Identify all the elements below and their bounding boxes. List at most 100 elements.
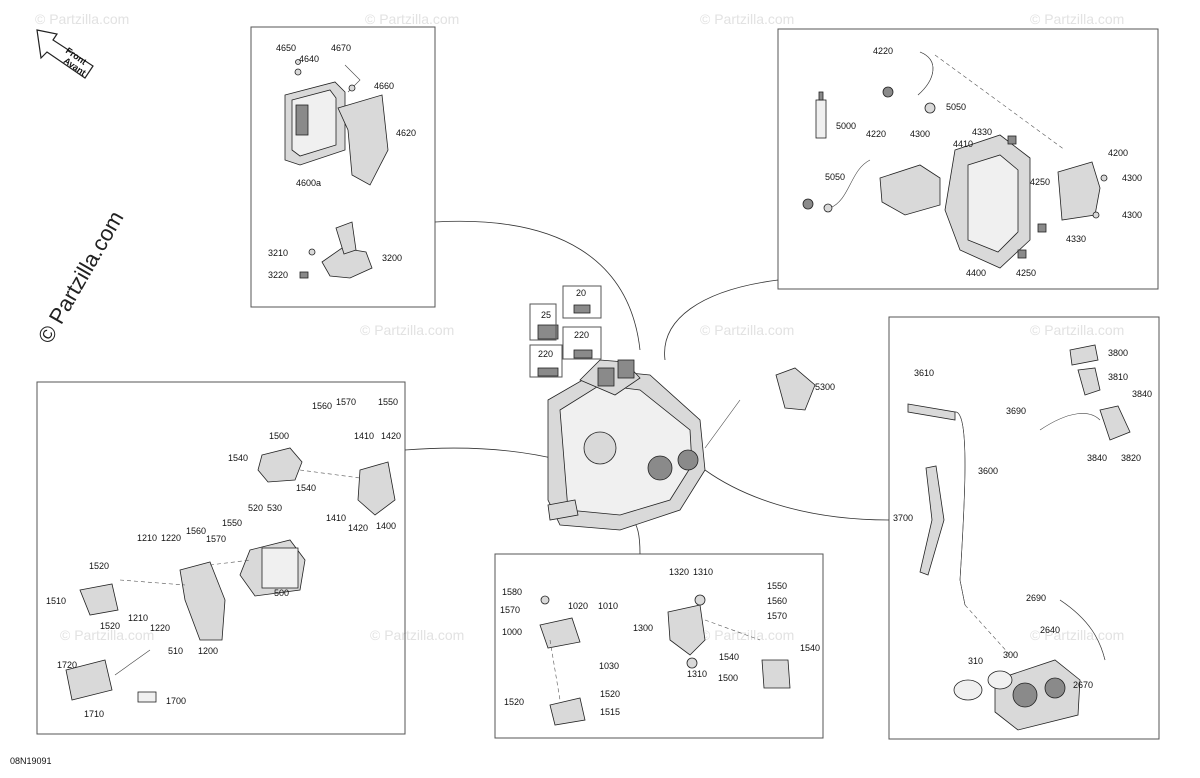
part-number: 4660 — [374, 81, 394, 91]
mount-panel — [494, 553, 824, 739]
harness-panel — [777, 28, 1159, 290]
part-number: 4620 — [396, 128, 416, 138]
part-number: 1420 — [381, 431, 401, 441]
part-number: 1550 — [767, 581, 787, 591]
part-number: 4330 — [1066, 234, 1086, 244]
starter-drawing — [65, 447, 396, 703]
part-number: 510 — [168, 646, 183, 656]
watermark: © Partzilla.com — [700, 627, 794, 643]
bracket-3200-drawing — [299, 221, 373, 279]
part-number: 3820 — [1121, 453, 1141, 463]
part-number: 1540 — [296, 483, 316, 493]
part-number: 1000 — [502, 627, 522, 637]
part-number: 4200 — [1108, 148, 1128, 158]
part-number: 5050 — [946, 102, 966, 112]
part-number: 3220 — [268, 270, 288, 280]
watermark: © Partzilla.com — [35, 11, 129, 27]
connector-throttle — [704, 469, 890, 521]
throttle-drawing — [907, 344, 1131, 731]
part-number: 2670 — [1073, 680, 1093, 690]
part-number: 4300 — [910, 129, 930, 139]
part-number: 3840 — [1087, 453, 1107, 463]
part-number: 1570 — [767, 611, 787, 621]
part-number: 4400 — [966, 268, 986, 278]
part-number: 1560 — [312, 401, 332, 411]
part-number: 220 — [574, 330, 589, 340]
part-number: 1580 — [502, 587, 522, 597]
part-number: 4410 — [953, 139, 973, 149]
watermark: © Partzilla.com — [360, 322, 454, 338]
part-number: 1710 — [84, 709, 104, 719]
part-number: 3700 — [893, 513, 913, 523]
watermark: © Partzilla.com — [60, 627, 154, 643]
part-number: 1550 — [222, 518, 242, 528]
part-number: 3800 — [1108, 348, 1128, 358]
part-number: 2640 — [1040, 625, 1060, 635]
part-number: 1220 — [161, 533, 181, 543]
part-number: 1520 — [600, 689, 620, 699]
part-number: 1520 — [100, 621, 120, 631]
part-number: 20 — [576, 288, 586, 298]
part-number: 1570 — [500, 605, 520, 615]
watermark: © Partzilla.com — [700, 11, 794, 27]
part-number: 4330 — [972, 127, 992, 137]
part-number: 1030 — [599, 661, 619, 671]
part-number: 530 — [267, 503, 282, 513]
part-number: 1720 — [57, 660, 77, 670]
part-number: 1020 — [568, 601, 588, 611]
part-number: 4300 — [1122, 210, 1142, 220]
part-number: 1570 — [336, 397, 356, 407]
part-number: 1420 — [348, 523, 368, 533]
part-number: 1320 — [669, 567, 689, 577]
part-number: 4600a — [296, 178, 321, 188]
part-number: 500 — [274, 588, 289, 598]
part-number: 1310 — [687, 669, 707, 679]
side-watermark: © Partzilla.com — [33, 207, 129, 348]
connector-ecm — [434, 220, 641, 351]
throttle-panel — [888, 316, 1160, 740]
part-number: 1520 — [89, 561, 109, 571]
part-number: 1700 — [166, 696, 186, 706]
ecm-panel — [250, 26, 436, 308]
part-number: 1510 — [46, 596, 66, 606]
part-number: 5300 — [815, 382, 835, 392]
watermark: © Partzilla.com — [1030, 627, 1124, 643]
part-number: 1500 — [718, 673, 738, 683]
part-number: 1300 — [633, 623, 653, 633]
part-number: 1210 — [128, 613, 148, 623]
part-number: 4650 — [276, 43, 296, 53]
part-number: 5050 — [825, 172, 845, 182]
part-number: 3200 — [382, 253, 402, 263]
part-number: 4220 — [873, 46, 893, 56]
watermark: © Partzilla.com — [370, 627, 464, 643]
part-number: 1560 — [767, 596, 787, 606]
part-number: 4250 — [1016, 268, 1036, 278]
part-number: 3840 — [1132, 389, 1152, 399]
part-number: 1515 — [600, 707, 620, 717]
starter-panel — [36, 381, 406, 735]
part-number: 1410 — [326, 513, 346, 523]
connector-harness — [664, 279, 779, 361]
part-number: 1540 — [719, 652, 739, 662]
part-number: 25 — [541, 310, 551, 320]
watermark: © Partzilla.com — [700, 322, 794, 338]
part-number: 1010 — [598, 601, 618, 611]
part-number: 1550 — [378, 397, 398, 407]
connector-starter — [404, 447, 561, 461]
part-number: 1410 — [354, 431, 374, 441]
part-number: 3690 — [1006, 406, 1026, 416]
watermark: © Partzilla.com — [1030, 322, 1124, 338]
part-number: 300 — [1003, 650, 1018, 660]
part-number: 1200 — [198, 646, 218, 656]
part-number: 1560 — [186, 526, 206, 536]
part-number: 1210 — [137, 533, 157, 543]
part-labels: 4650 4640 4670 4660 4620 4600a 3210 3200… — [46, 43, 1152, 719]
part-number: 5000 — [836, 121, 856, 131]
part-number: 1540 — [228, 453, 248, 463]
part-number: 220 — [538, 349, 553, 359]
part-number: 1400 — [376, 521, 396, 531]
part-number: 4670 — [331, 43, 351, 53]
part-number: 1500 — [269, 431, 289, 441]
part-number: 4640 — [299, 54, 319, 64]
